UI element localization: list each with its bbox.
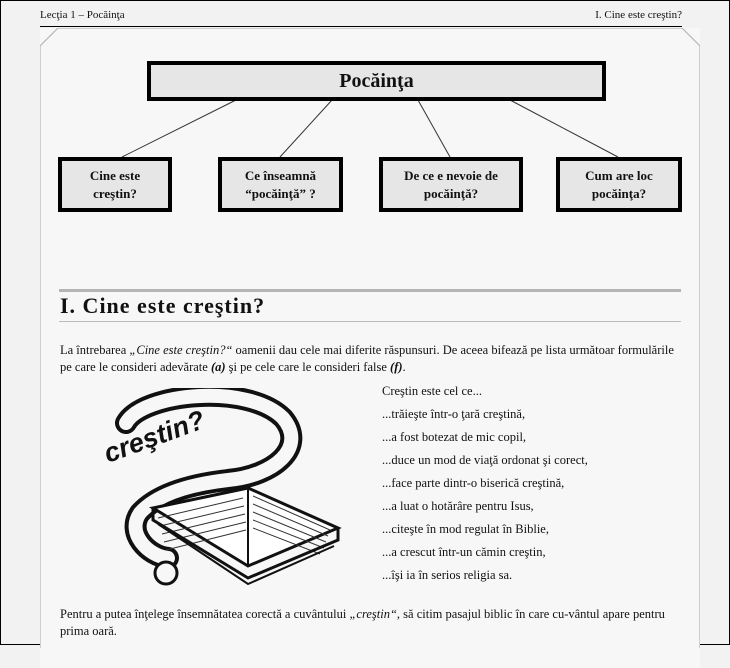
diagram-root-box: Pocăinţa bbox=[147, 61, 606, 101]
question-mark-icon bbox=[115, 388, 303, 586]
statement-item: ...duce un mod de viaţă ordonat şi corec… bbox=[382, 453, 588, 467]
statement-item: ...citeşte în mod regulat în Biblie, bbox=[382, 522, 549, 536]
intro-text: oamenii dau cele mai diferite răspunsuri… bbox=[60, 343, 674, 374]
diagram-branch-2: Ce înseamnă “pocăinţă” ? bbox=[218, 157, 343, 212]
open-book-icon bbox=[148, 486, 342, 586]
question-mark-bible-illustration: creştin? bbox=[100, 388, 342, 586]
section-top-rule bbox=[59, 289, 681, 292]
section-heading: I. Cine este creştin? bbox=[60, 293, 266, 318]
statement-item: ...a crescut într-un cămin creştin, bbox=[382, 545, 546, 559]
footer-paragraph: Pentru a putea înţelege însemnătatea cor… bbox=[60, 606, 682, 640]
intro-text: La întrebarea bbox=[60, 343, 130, 357]
statement-item: ...îşi ia în serios religia sa. bbox=[382, 568, 513, 582]
footer-text: Pentru a putea înţelege însemnătatea cor… bbox=[60, 607, 350, 621]
intro-text: şi pe cele care le consideri false bbox=[225, 360, 391, 374]
diagram-branch-3: De ce e nevoie de pocăinţă? bbox=[379, 157, 523, 212]
statement-list: Creştin este cel ce... ...trăieşte într-… bbox=[382, 380, 682, 587]
header-section-title: I. Cine este creştin? bbox=[595, 9, 682, 21]
running-header: Lecţia 1 – Pocăinţa I. Cine este creştin… bbox=[40, 6, 682, 27]
intro-paragraph: La întrebarea „Cine este creştin?“ oamen… bbox=[60, 342, 682, 376]
diagram-branch-label: De ce e nevoie de pocăinţă? bbox=[404, 167, 498, 201]
false-marker: (f) bbox=[390, 360, 403, 374]
diagram-branch-4: Cum are loc pocăinţa? bbox=[556, 157, 682, 212]
diagram-root-label: Pocăinţa bbox=[339, 70, 414, 92]
diagram-branch-label: Cum are loc pocăinţa? bbox=[585, 167, 653, 201]
true-marker: (a) bbox=[210, 360, 226, 374]
statement-list-heading: Creştin este cel ce... bbox=[382, 384, 482, 398]
statement-item: ...a luat o hotărâre pentru Isus, bbox=[382, 499, 534, 513]
footer-keyword: „creştin“ bbox=[349, 607, 397, 621]
diagram-branch-label: Cine este creştin? bbox=[89, 167, 141, 201]
intro-text: . bbox=[402, 360, 406, 374]
diagram-connectors bbox=[121, 99, 619, 158]
statement-item: ...trăieşte într-o ţară creştină, bbox=[382, 407, 526, 421]
section-underline bbox=[59, 321, 681, 322]
statement-item: ...a fost botezat de mic copil, bbox=[382, 430, 527, 444]
diagram-branch-1: Cine este creştin? bbox=[58, 157, 172, 212]
header-lesson-title: Lecţia 1 – Pocăinţa bbox=[40, 9, 125, 21]
intro-question: „Cine este creştin?“ bbox=[129, 343, 233, 357]
statement-item: ...face parte dintr-o biserică creştină, bbox=[382, 476, 565, 490]
content-panel: Pocăinţa Cine este creştin? Ce înseamnă … bbox=[40, 28, 700, 668]
footer-text: , să citim pasajul biblic în care cu-vân… bbox=[60, 607, 665, 638]
diagram-branch-label: Ce înseamnă “pocăinţă” ? bbox=[244, 167, 317, 201]
